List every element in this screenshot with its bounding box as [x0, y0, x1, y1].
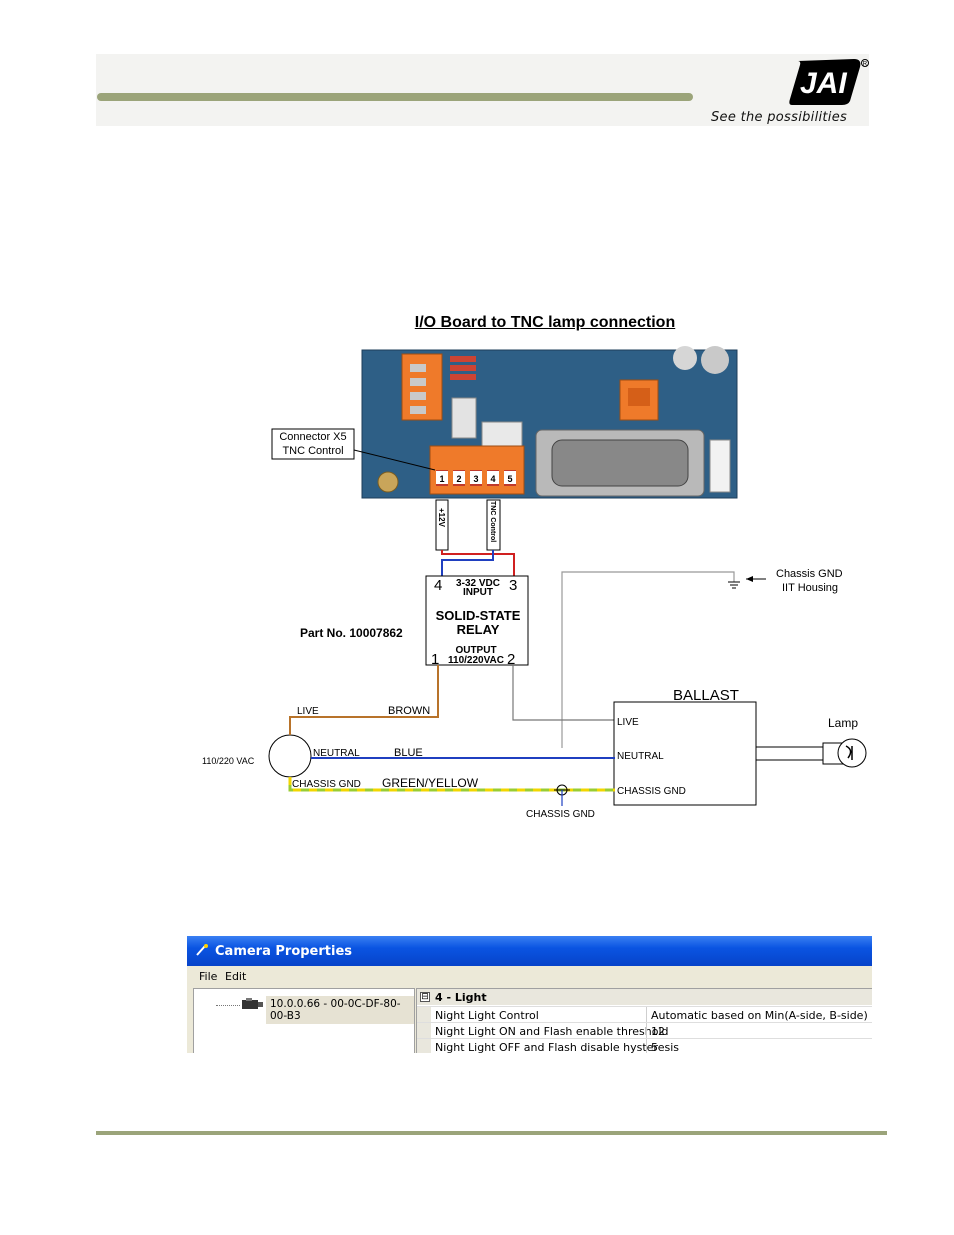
relay-pin-1: 1 — [431, 651, 439, 668]
property-value[interactable]: 5 — [651, 1041, 658, 1053]
window-title: Camera Properties — [215, 944, 353, 959]
wiring-diagram: 1 2 3 4 5 Connector X5 TNC Control +12V … — [202, 346, 867, 820]
chassis-bottom-label: CHASSIS GND — [526, 809, 595, 820]
column-separator — [646, 1007, 647, 1023]
relay-name-2: RELAY — [457, 622, 500, 637]
camera-icon — [242, 998, 263, 1009]
ballast-label: BALLAST — [673, 687, 739, 704]
ballast-neutral: NEUTRAL — [617, 751, 664, 762]
relay-pin-4: 4 — [434, 577, 442, 594]
property-row[interactable]: Night Light ON and Flash enable threshol… — [417, 1022, 872, 1039]
jai-logo: JAI R — [789, 59, 869, 105]
row-gutter — [417, 1007, 431, 1023]
lamp-label: Lamp — [828, 716, 858, 730]
pin-5-label: 5 — [507, 474, 512, 484]
ballast-live: LIVE — [617, 717, 639, 728]
column-separator — [646, 1039, 647, 1053]
blue-label: BLUE — [394, 747, 423, 759]
header-rule — [97, 93, 693, 101]
part-number: Part No. 10007862 — [300, 626, 403, 640]
category-light[interactable]: ⊟ 4 - Light — [417, 989, 872, 1005]
property-value[interactable]: Automatic based on Min(A-side, B-side) r… — [651, 1009, 872, 1022]
live-label: LIVE — [297, 706, 319, 717]
camera-properties-icon — [196, 944, 208, 956]
relay-input-2: INPUT — [463, 587, 493, 598]
property-row[interactable]: Night Light OFF and Flash disable hyster… — [417, 1038, 872, 1053]
property-name: Night Light ON and Flash enable threshol… — [435, 1025, 669, 1038]
menu-file[interactable]: File — [199, 970, 218, 983]
svg-text:R: R — [863, 62, 868, 68]
row-gutter — [417, 1039, 431, 1053]
ballast-chassis: CHASSIS GND — [617, 786, 686, 797]
neutral-label: NEUTRAL — [313, 748, 360, 759]
pin-4-label: 4 — [490, 474, 495, 484]
header-background — [96, 54, 869, 126]
property-value[interactable]: 12 — [651, 1025, 665, 1038]
footer-rule — [96, 1131, 887, 1135]
pin-2-label: 2 — [456, 474, 461, 484]
pin-3-label: 3 — [473, 474, 478, 484]
relay-output-1: OUTPUT — [455, 645, 496, 656]
source-label: 110/220 VAC — [202, 756, 255, 766]
column-separator — [646, 1023, 647, 1039]
relay-pin-3: 3 — [509, 577, 517, 594]
relay-input-1: 3-32 VDC — [456, 578, 500, 589]
tagline: See the possibilities — [711, 110, 848, 125]
collapse-icon[interactable]: ⊟ — [420, 992, 430, 1002]
relay-output-2: 110/220VAC — [448, 655, 504, 666]
pin-1-label: 1 — [439, 474, 444, 484]
row-gutter — [417, 1023, 431, 1039]
brown-label: BROWN — [388, 705, 430, 717]
connector-label-1: Connector X5 — [279, 431, 346, 443]
property-grid: ⊟ 4 - Light Night Light Control Automati… — [416, 988, 872, 1053]
wire-label-tnc: TNC Control — [489, 501, 496, 542]
io-board-photo: 1 2 3 4 5 — [361, 346, 738, 499]
chassis-gnd-label-1: Chassis GND — [776, 568, 843, 580]
green-yellow-label: GREEN/YELLOW — [382, 776, 479, 790]
menu-edit[interactable]: Edit — [225, 970, 247, 983]
tree-connector — [216, 1005, 240, 1006]
figure-caption: I/O Board to TNC lamp connection — [414, 314, 676, 331]
device-tree: 10.0.0.66 - 00-0C-DF-80-00-B3 — [193, 988, 415, 1053]
connector-label-2: TNC Control — [282, 445, 343, 457]
camera-properties-window: Camera Properties File Edit 10.0.0.66 - … — [187, 936, 872, 1053]
property-name: Night Light OFF and Flash disable hyster… — [435, 1041, 679, 1053]
logo-text: JAI — [800, 67, 847, 100]
chassis-label: CHASSIS GND — [292, 779, 361, 790]
menu-bar: File Edit — [187, 966, 872, 986]
chassis-gnd-label-2: IIT Housing — [782, 582, 838, 594]
wire-label-12v: +12V — [437, 508, 446, 528]
category-label: 4 - Light — [435, 991, 487, 1004]
property-name: Night Light Control — [435, 1009, 539, 1022]
relay-name-1: SOLID-STATE — [436, 608, 521, 623]
tree-item-camera[interactable]: 10.0.0.66 - 00-0C-DF-80-00-B3 — [266, 996, 414, 1024]
relay-pin-2: 2 — [507, 651, 515, 668]
property-row[interactable]: Night Light Control Automatic based on M… — [417, 1006, 872, 1023]
window-titlebar[interactable]: Camera Properties — [187, 936, 872, 966]
